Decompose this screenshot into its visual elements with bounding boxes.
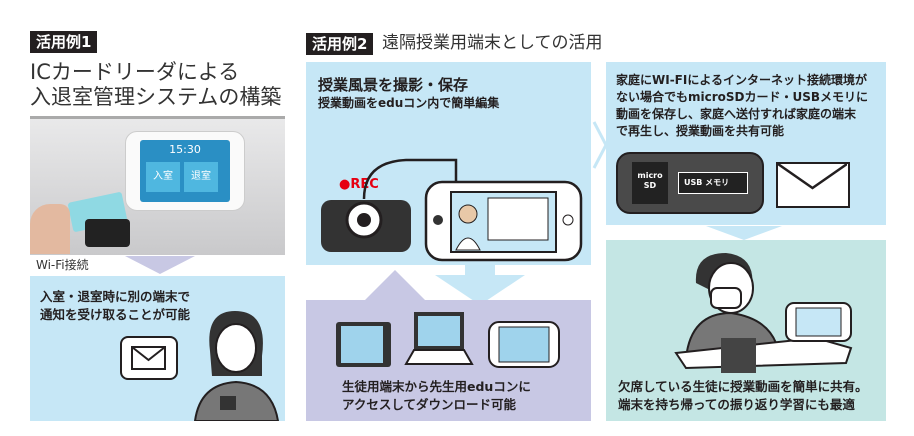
example1-tag: 活用例1 xyxy=(30,31,98,53)
hand xyxy=(30,204,70,254)
storage-bubble: micro SD USB メモリ xyxy=(616,152,764,214)
download-text: 生徒用端末から先生用eduコンに アクセスしてダウンロード可能 xyxy=(342,378,531,414)
record-panel: 授業風景を撮影・保存 授業動画をeduコン内で簡単編集 ●REC xyxy=(306,62,591,265)
screen-time: 15:30 xyxy=(169,143,201,156)
example1-title-line1: ICカードリーダによる xyxy=(30,60,240,84)
download-line1: 生徒用端末から先生用eduコンに xyxy=(342,379,531,394)
notify-panel: 入室・退室時に別の端末で 通知を受け取ることが可能 xyxy=(30,276,285,421)
bidirectional-arrows-icon xyxy=(365,265,525,305)
sd-label2: SD xyxy=(643,181,657,190)
wifi-label: Wi-Fi接続 xyxy=(36,258,89,272)
home-line1: 家庭にWI-FIによるインターネット接続環境が xyxy=(616,73,867,87)
example1-title-line2: 入退室管理システムの構築 xyxy=(30,85,282,109)
example2-tag: 活用例2 xyxy=(306,33,374,55)
down-arrow-icon xyxy=(125,256,195,274)
example2-subtitle: 遠隔授業用端末としての活用 xyxy=(382,33,603,53)
absent-line1: 欠席している生徒に授業動画を簡単に共有。 xyxy=(618,379,868,394)
microsd-card-icon: micro SD xyxy=(632,162,668,204)
absent-text: 欠席している生徒に授業動画を簡単に共有。 端末を持ち帰っての振り返り学習にも最適 xyxy=(618,378,868,414)
student-studying-illustration xyxy=(674,253,853,373)
terminal-screen: 15:30 入室 退室 xyxy=(140,140,230,202)
usb-memory-icon: USB メモリ xyxy=(678,172,748,194)
home-line2: ない場合でもmicroSDカード・USBメモリに xyxy=(616,90,869,104)
student-devices-illustration xyxy=(336,312,560,368)
home-share-panel: 家庭にWI-FIによるインターネット接続環境が ない場合でもmicroSDカード… xyxy=(606,62,886,225)
record-title: 授業風景を撮影・保存 xyxy=(318,76,469,94)
home-share-text: 家庭にWI-FIによるインターネット接続環境が ない場合でもmicroSDカード… xyxy=(616,72,868,140)
exit-button: 退室 xyxy=(184,162,218,192)
enter-button: 入室 xyxy=(146,162,180,192)
home-line4: で再生し、授業動画を共有可能 xyxy=(616,124,785,138)
down-arrow-icon xyxy=(706,226,782,240)
card-reader xyxy=(85,219,130,247)
home-line3: 動画を保存し、家庭へ送付すれば家庭の端末 xyxy=(616,107,857,121)
notify-text: 入室・退室時に別の端末で 通知を受け取ることが可能 xyxy=(40,288,190,324)
camera-and-educon-illustration xyxy=(321,158,583,262)
absent-line2: 端末を持ち帰っての振り返り学習にも最適 xyxy=(618,397,855,412)
ic-card-reader-photo: 15:30 入室 退室 xyxy=(30,119,285,255)
record-desc: 授業動画をeduコン内で簡単編集 xyxy=(318,96,500,110)
divider xyxy=(30,116,285,119)
notify-line2: 通知を受け取ることが可能 xyxy=(40,307,191,322)
example1-title: ICカードリーダによる 入退室管理システムの構築 xyxy=(30,60,281,110)
mail-icon xyxy=(776,162,850,208)
download-line2: アクセスしてダウンロード可能 xyxy=(342,397,517,412)
notify-line1: 入室・退室時に別の端末で xyxy=(40,289,191,304)
woman-with-phone-illustration xyxy=(193,311,280,421)
mail-bubble-icon xyxy=(120,336,178,380)
terminal-device: 15:30 入室 退室 xyxy=(125,131,245,211)
rec-indicator: ●REC xyxy=(339,177,379,192)
sd-label1: micro xyxy=(637,171,663,180)
absent-student-panel: 欠席している生徒に授業動画を簡単に共有。 端末を持ち帰っての振り返り学習にも最適 xyxy=(606,240,886,421)
download-panel: 生徒用端末から先生用eduコンに アクセスしてダウンロード可能 xyxy=(306,300,591,421)
